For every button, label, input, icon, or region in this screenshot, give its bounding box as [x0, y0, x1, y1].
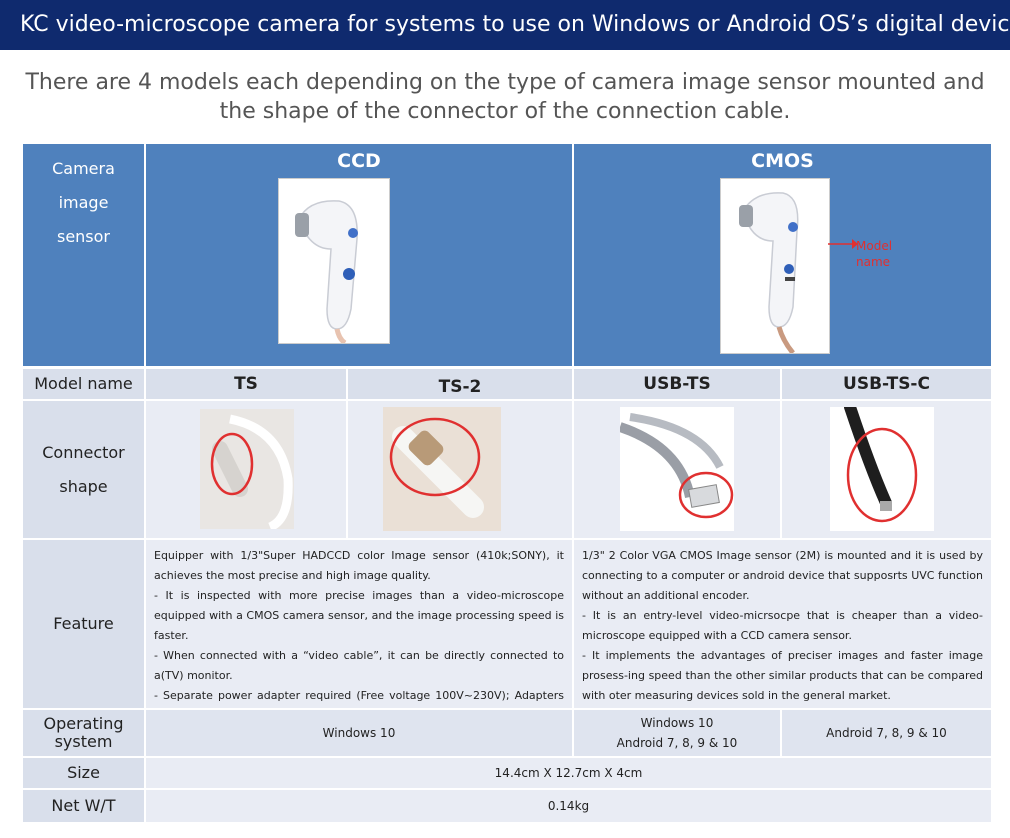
os-ccd: Windows 10 — [146, 710, 572, 756]
model-name-annotation: Model name — [856, 238, 892, 270]
model-usb-ts: USB-TS — [574, 369, 780, 399]
cmos-title: CMOS — [751, 150, 814, 172]
connector-ts-cell — [146, 401, 346, 538]
os-label-line-2: system — [54, 732, 113, 751]
connector-shape-label: Connector shape — [23, 401, 144, 538]
feature-cmos-line: - It is an entry-level video-micrsocpe t… — [582, 609, 983, 642]
connector-usb-ts-c-photo — [830, 401, 934, 531]
feature-cmos-line: 1/3" 2 Color VGA CMOS Image sensor (2M) … — [582, 549, 983, 602]
model-usb-ts-c: USB-TS-C — [782, 369, 991, 399]
os-usb-ts: Windows 10 Android 7, 8, 9 & 10 — [574, 710, 780, 756]
page-title: KC video-microscope camera for systems t… — [0, 0, 1010, 50]
connector-usb-ts-cell — [574, 401, 780, 538]
connector-image — [618, 407, 734, 531]
sensor-label-cell: Camera image sensor — [23, 144, 144, 366]
ccd-title: CCD — [337, 150, 381, 172]
feature-ccd: Equipper with 1/3"Super HADCCD color Ima… — [146, 540, 572, 722]
connector-image — [383, 407, 501, 531]
weight-label: Net W/T — [23, 790, 144, 822]
os-label-line-1: Operating — [43, 714, 124, 733]
microscope-camera-image — [279, 179, 389, 346]
feature-ccd-line: Equipper with 1/3"Super HADCCD color Ima… — [154, 549, 564, 582]
feature-label: Feature — [23, 540, 144, 708]
sensor-label-line-1: Camera — [52, 159, 115, 178]
annotation-line-1: Model — [856, 239, 893, 253]
connector-image — [830, 401, 934, 531]
ccd-camera-photo — [278, 178, 390, 346]
annotation-line-2: name — [856, 255, 891, 269]
sensor-label-line-2: image — [58, 193, 109, 212]
connector-usb-ts-photo — [618, 407, 734, 531]
feature-ccd-line: - It is inspected with more precise imag… — [154, 589, 564, 642]
intro-line-2: the shape of the connector of the connec… — [219, 99, 791, 124]
connector-ts-photo — [200, 409, 294, 532]
connector-ts-2-cell — [348, 401, 572, 538]
ccd-sensor-cell: CCD — [146, 144, 572, 366]
model-ts: TS — [146, 369, 346, 399]
feature-cmos-line: - It implements the advantages of precis… — [582, 649, 983, 702]
cmos-camera-photo — [720, 178, 830, 355]
annotation-arrow-icon — [828, 239, 858, 249]
connector-image — [200, 409, 294, 532]
weight-value: 0.14kg — [146, 790, 991, 822]
sensor-label-line-3: sensor — [56, 227, 111, 246]
model-ts-2: TS-2 — [348, 369, 572, 399]
feature-ccd-line: - When connected with a “video cable”, i… — [154, 649, 564, 682]
os-usb-ts-line-1: Windows 10 — [640, 716, 714, 730]
microscope-camera-image — [721, 179, 829, 355]
model-name-label: Model name — [23, 369, 144, 399]
size-value: 14.4cm X 12.7cm X 4cm — [146, 758, 991, 788]
cmos-sensor-cell: CMOS Model name — [574, 144, 991, 366]
size-label: Size — [23, 758, 144, 788]
intro-line-1: There are 4 models each depending on the… — [25, 70, 985, 95]
intro-text: There are 4 models each depending on the… — [0, 68, 1010, 126]
connector-usb-ts-c-cell — [782, 401, 991, 538]
os-usb-ts-c: Android 7, 8, 9 & 10 — [782, 710, 991, 756]
connector-label-line-1: Connector — [42, 442, 125, 462]
os-label: Operating system — [23, 710, 144, 756]
connector-label-line-2: shape — [59, 476, 108, 496]
os-usb-ts-line-2: Android 7, 8, 9 & 10 — [616, 736, 738, 750]
feature-cmos: 1/3" 2 Color VGA CMOS Image sensor (2M) … — [574, 540, 991, 708]
connector-ts-2-photo — [383, 407, 501, 531]
